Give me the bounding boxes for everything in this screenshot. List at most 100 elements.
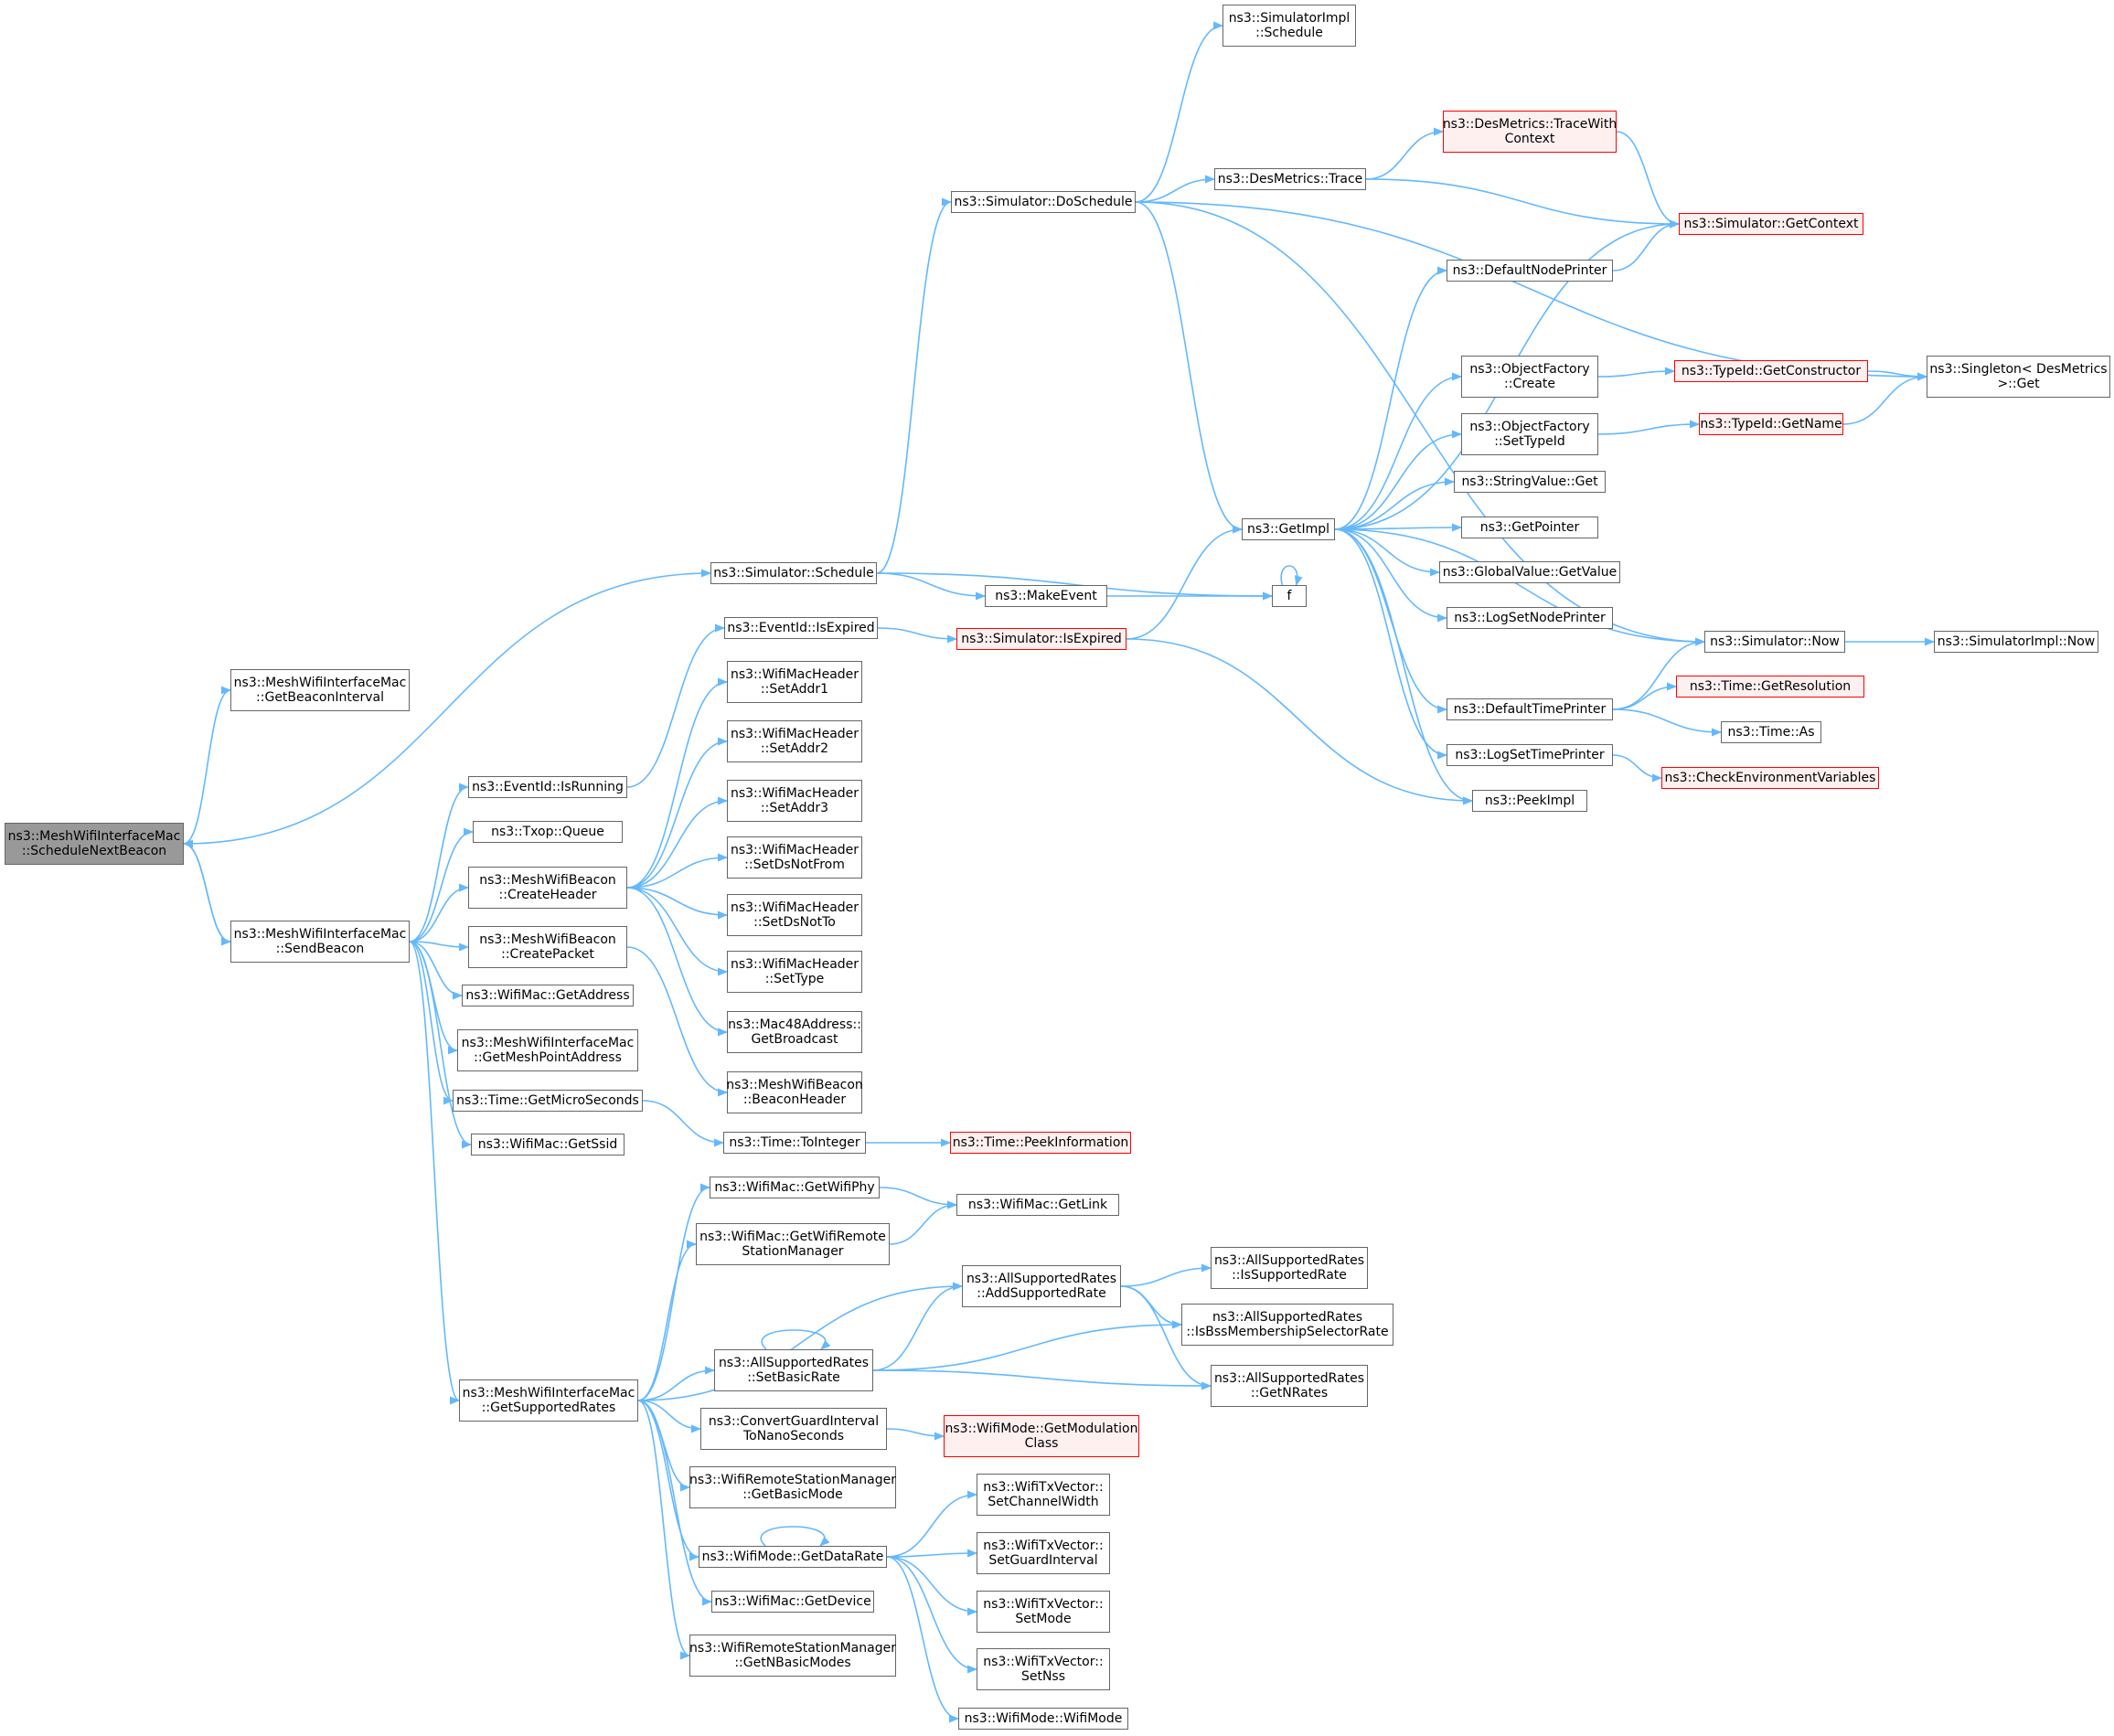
graph-node-setAddr1[interactable]: ns3::WifiMacHeader::SetAddr1 (727, 661, 862, 703)
edge-getImpl-to-defaultNodePrinter (1334, 266, 1448, 530)
graph-node-peekInformation[interactable]: ns3::Time::PeekInformation (950, 1132, 1131, 1154)
graph-node-createHeader[interactable]: ns3::MeshWifiBeacon::CreateHeader (468, 867, 627, 909)
edge-getImpl-to-ofCreate (1334, 372, 1463, 530)
graph-node-createPacket[interactable]: ns3::MeshWifiBeacon::CreatePacket (468, 926, 627, 968)
edge-eventIsExpired-to-simIsExpired (877, 627, 958, 644)
edge-doSchedule-to-implSchedule (1135, 21, 1224, 203)
graph-node-getMeshPointAddress[interactable]: ns3::MeshWifiInterfaceMac::GetMeshPointA… (457, 1029, 638, 1071)
graph-node-eventIsExpired[interactable]: ns3::EventId::IsExpired (724, 617, 878, 639)
graph-node-logSetTimePrinter[interactable]: ns3::LogSetTimePrinter (1447, 744, 1613, 766)
graph-node-getDataRate[interactable]: ns3::WifiMode::GetDataRate (699, 1546, 887, 1568)
graph-node-globalValueGetValue[interactable]: ns3::GlobalValue::GetValue (1439, 561, 1620, 583)
graph-node-isSupportedRate[interactable]: ns3::AllSupportedRates::IsSupportedRate (1211, 1247, 1368, 1289)
graph-node-setGuardInterval[interactable]: ns3::WifiTxVector::SetGuardInterval (977, 1532, 1110, 1574)
graph-node-setAddr2[interactable]: ns3::WifiMacHeader::SetAddr2 (727, 720, 862, 762)
node-label-line: ns3::WifiTxVector:: (983, 1539, 1104, 1553)
graph-node-doSchedule[interactable]: ns3::Simulator::DoSchedule (951, 191, 1136, 213)
graph-node-getBeaconInterval[interactable]: ns3::MeshWifiInterfaceMac::GetBeaconInte… (230, 669, 410, 711)
node-label-line: ToNanoSeconds (742, 1429, 845, 1443)
graph-node-getWifiPhy[interactable]: ns3::WifiMac::GetWifiPhy (710, 1177, 880, 1198)
graph-node-peekImpl[interactable]: ns3::PeekImpl (1472, 790, 1587, 812)
graph-node-wifiModeCtor[interactable]: ns3::WifiMode::WifiMode (958, 1708, 1128, 1730)
node-label-line: ns3::EventId::IsExpired (727, 621, 875, 635)
graph-node-isRunning[interactable]: ns3::EventId::IsRunning (468, 776, 627, 798)
node-label-line: ns3::AllSupportedRates (966, 1272, 1117, 1286)
graph-node-getLink[interactable]: ns3::WifiMac::GetLink (956, 1194, 1119, 1216)
graph-node-stringValueGet[interactable]: ns3::StringValue::Get (1454, 471, 1606, 493)
node-label-line: Class (1024, 1436, 1059, 1451)
graph-node-makeEvent[interactable]: ns3::MakeEvent (985, 585, 1107, 607)
graph-node-ofSetTypeId[interactable]: ns3::ObjectFactory::SetTypeId (1461, 413, 1598, 455)
node-label-line: ns3::StringValue::Get (1461, 474, 1598, 489)
graph-node-root[interactable]: ns3::MeshWifiInterfaceMac::ScheduleNextB… (5, 823, 184, 865)
node-label-line: ns3::WifiMacHeader (730, 786, 859, 801)
graph-node-getSupportedRates[interactable]: ns3::MeshWifiInterfaceMac::GetSupportedR… (459, 1379, 638, 1422)
graph-node-f[interactable]: f (1272, 585, 1307, 607)
graph-node-toInteger[interactable]: ns3::Time::ToInteger (723, 1132, 866, 1154)
graph-node-ofCreate[interactable]: ns3::ObjectFactory::Create (1461, 356, 1598, 398)
node-label-line: ::SetBasicRate (747, 1370, 840, 1385)
graph-node-desTrace[interactable]: ns3::DesMetrics::Trace (1214, 168, 1366, 190)
edge-getImpl-to-ofSetTypeId (1334, 430, 1463, 530)
node-label-line: ns3::WifiMacHeader (730, 667, 859, 682)
graph-node-sendBeacon[interactable]: ns3::MeshWifiInterfaceMac::SendBeacon (230, 921, 410, 963)
node-label-line: ns3::MeshWifiInterfaceMac (461, 1036, 635, 1050)
edge-desTrace-to-traceWithContext (1365, 127, 1445, 180)
graph-node-getPointer[interactable]: ns3::GetPointer (1461, 517, 1598, 538)
node-label-line: ns3::EventId::IsRunning (472, 780, 624, 794)
graph-node-getNRates[interactable]: ns3::AllSupportedRates::GetNRates (1211, 1365, 1368, 1407)
graph-node-setMode[interactable]: ns3::WifiTxVector::SetMode (977, 1591, 1110, 1633)
graph-node-getDevice[interactable]: ns3::WifiMac::GetDevice (711, 1591, 874, 1613)
graph-node-simSchedule[interactable]: ns3::Simulator::Schedule (710, 562, 877, 584)
edge-doSchedule-to-getImpl (1135, 201, 1244, 534)
graph-node-simNow[interactable]: ns3::Simulator::Now (1704, 631, 1845, 653)
edge-convertGuardInterval-to-getModulationClass (886, 1428, 945, 1441)
node-label-line: ns3::WifiRemoteStationManager (689, 1641, 896, 1656)
graph-node-setNss[interactable]: ns3::WifiTxVector::SetNss (977, 1648, 1110, 1690)
graph-node-getSsid[interactable]: ns3::WifiMac::GetSsid (471, 1134, 625, 1156)
graph-node-getConstructor[interactable]: ns3::TypeId::GetConstructor (1674, 360, 1868, 382)
graph-node-setDsNotTo[interactable]: ns3::WifiMacHeader::SetDsNotTo (727, 894, 862, 936)
graph-node-beaconHeader[interactable]: ns3::MeshWifiBeacon::BeaconHeader (726, 1071, 863, 1113)
graph-node-setAddr3[interactable]: ns3::WifiMacHeader::SetAddr3 (727, 780, 862, 822)
node-label-line: ::GetBeaconInterval (256, 690, 384, 705)
graph-node-getImpl[interactable]: ns3::GetImpl (1242, 518, 1335, 540)
graph-node-defaultTimePrinter[interactable]: ns3::DefaultTimePrinter (1447, 698, 1613, 720)
graph-node-getBasicMode[interactable]: ns3::WifiRemoteStationManager::GetBasicM… (689, 1466, 896, 1508)
node-label-line: ns3::MeshWifiBeacon (479, 932, 616, 947)
graph-node-getNBasicModes[interactable]: ns3::WifiRemoteStationManager::GetNBasic… (689, 1635, 896, 1677)
graph-node-setDsNotFrom[interactable]: ns3::WifiMacHeader::SetDsNotFrom (727, 836, 862, 879)
graph-node-setChannelWidth[interactable]: ns3::WifiTxVector::SetChannelWidth (977, 1474, 1110, 1516)
graph-node-implSchedule[interactable]: ns3::SimulatorImpl::Schedule (1222, 5, 1356, 47)
graph-node-implNow[interactable]: ns3::SimulatorImpl::Now (1934, 631, 2098, 653)
node-label-line: ::Create (1504, 377, 1555, 391)
edge-getSupportedRates-to-addSupportedRate (637, 1282, 964, 1401)
graph-node-getMicroSeconds[interactable]: ns3::Time::GetMicroSeconds (453, 1090, 643, 1112)
edge-getSupportedRates-to-getDevice (637, 1400, 713, 1606)
graph-node-getResolution[interactable]: ns3::Time::GetResolution (1676, 676, 1864, 698)
edge-defaultNodePrinter-to-getContext (1612, 219, 1681, 272)
graph-node-typeIdGetName[interactable]: ns3::TypeId::GetName (1699, 413, 1843, 435)
graph-node-txopQueue[interactable]: ns3::Txop::Queue (473, 821, 623, 843)
graph-node-simIsExpired[interactable]: ns3::Simulator::IsExpired (956, 628, 1126, 650)
graph-node-isBssMembership[interactable]: ns3::AllSupportedRates::IsBssMembershipS… (1181, 1304, 1393, 1346)
edge-getWifiPhy-to-getLink (879, 1187, 958, 1209)
graph-node-checkEnv[interactable]: ns3::CheckEnvironmentVariables (1661, 767, 1879, 789)
graph-node-timeAs[interactable]: ns3::Time::As (1721, 721, 1821, 743)
graph-node-singletonGet[interactable]: ns3::Singleton< DesMetrics>::Get (1927, 356, 2110, 398)
node-label-line: SetGuardInterval (988, 1553, 1098, 1568)
graph-node-setType[interactable]: ns3::WifiMacHeader::SetType (727, 951, 862, 993)
graph-node-defaultNodePrinter[interactable]: ns3::DefaultNodePrinter (1447, 260, 1613, 282)
graph-node-getContext[interactable]: ns3::Simulator::GetContext (1679, 213, 1863, 235)
graph-node-getBroadcast[interactable]: ns3::Mac48Address::GetBroadcast (727, 1011, 862, 1053)
edge-createHeader-to-setAddr3 (626, 796, 729, 889)
graph-node-wifiMacGetAddress[interactable]: ns3::WifiMac::GetAddress (462, 985, 634, 1006)
graph-node-logSetNodePrinter[interactable]: ns3::LogSetNodePrinter (1447, 607, 1613, 629)
edge-getWifiRemoteStationManager-to-getLink (889, 1200, 958, 1245)
graph-node-setBasicRate[interactable]: ns3::AllSupportedRates::SetBasicRate (714, 1349, 873, 1391)
graph-node-addSupportedRate[interactable]: ns3::AllSupportedRates::AddSupportedRate (962, 1265, 1121, 1307)
